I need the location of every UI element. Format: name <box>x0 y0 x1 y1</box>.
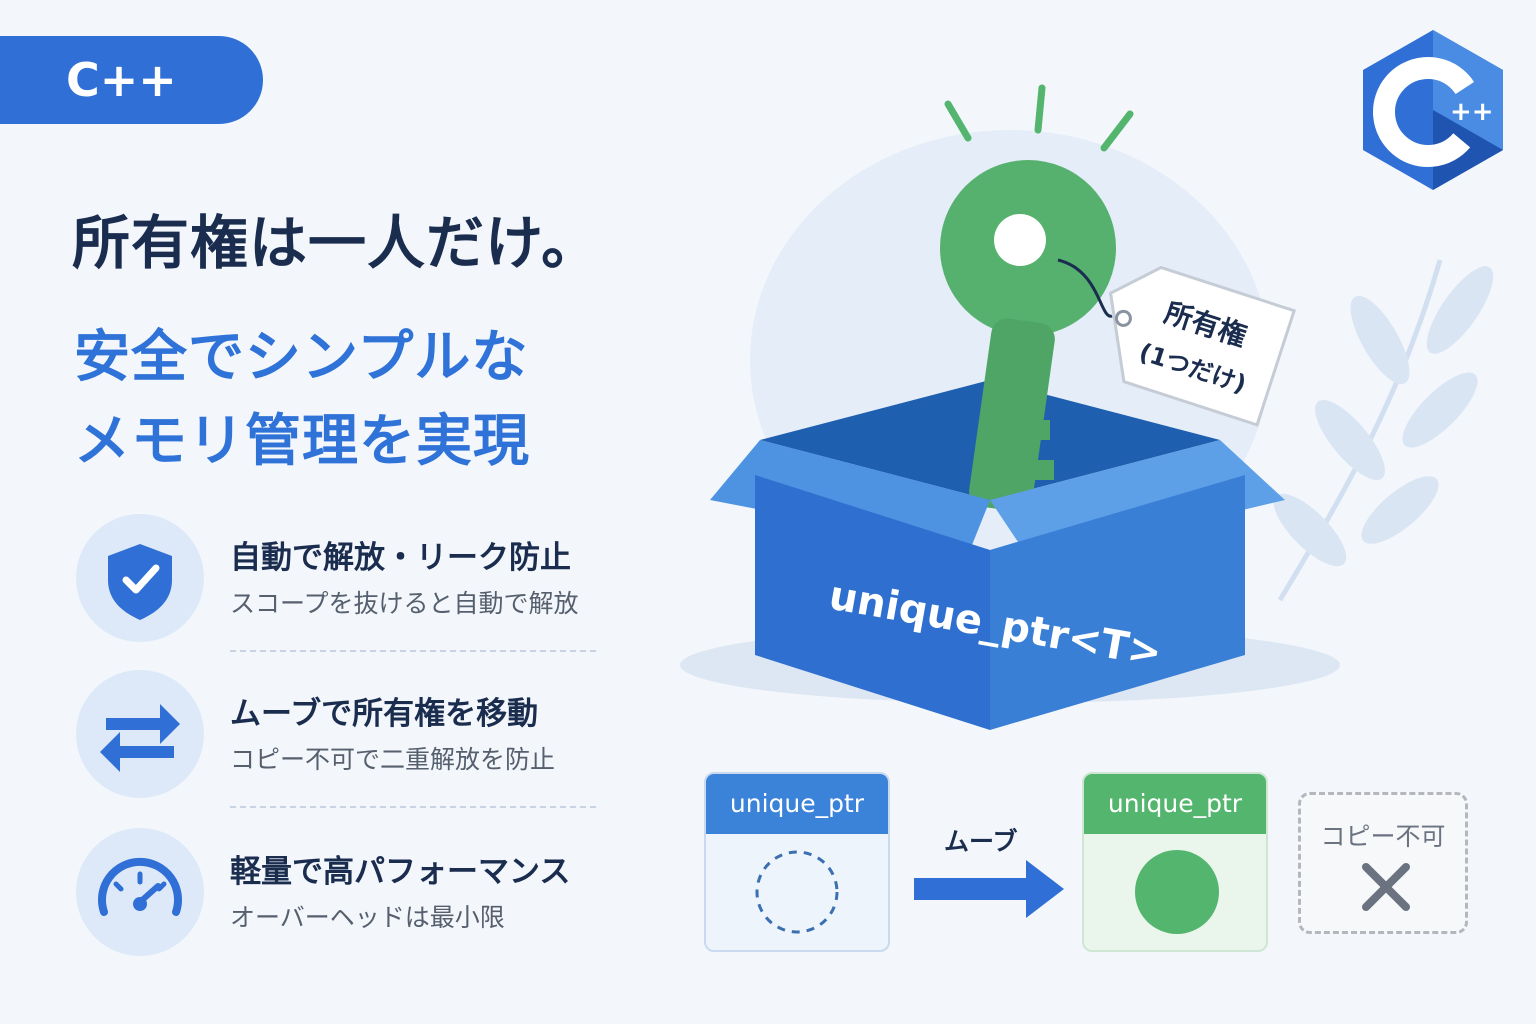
leaf-decoration-icon <box>1273 259 1494 602</box>
feature-icon-circle <box>76 828 204 956</box>
cpp-logo-icon: ++ <box>1363 30 1503 190</box>
source-pointer-label: unique_ptr <box>706 774 888 834</box>
subtitle-line-2: メモリ管理を実現 <box>74 409 530 474</box>
filled-circle-icon <box>1135 850 1219 934</box>
feature-desc-auto-release: スコープを抜けると自動で解放 <box>230 589 579 618</box>
speedometer-icon <box>98 857 182 916</box>
right-arrow-icon <box>914 860 1064 918</box>
subtitle-line-1: 安全でシンプルな <box>74 325 529 390</box>
no-copy-box: コピー不可 <box>1298 792 1468 934</box>
move-label: ムーブ <box>944 827 1018 856</box>
feature-title-performance: 軽量で高パフォーマンス <box>230 854 571 890</box>
feature-desc-performance: オーバーヘッドは最小限 <box>230 903 505 932</box>
no-copy-label: コピー不可 <box>1320 822 1446 851</box>
swap-arrows-icon <box>100 704 180 772</box>
sparkle-icon <box>944 84 1134 152</box>
logo-suffix: ++ <box>1450 97 1494 127</box>
page-title: 所有権は一人だけ。 <box>72 209 601 277</box>
cpp-badge: C++ <box>0 36 263 124</box>
ownership-tag: 所有権 (1つだけ) <box>1108 265 1297 427</box>
target-pointer-label: unique_ptr <box>1084 774 1266 834</box>
feature-title-auto-release: 自動で解放・リーク防止 <box>230 540 571 576</box>
target-pointer-card: unique_ptr <box>1082 772 1268 952</box>
divider <box>230 806 596 808</box>
empty-circle-icon <box>755 850 839 934</box>
feature-icon-circle <box>76 670 204 798</box>
feature-icon-circle <box>76 514 204 642</box>
source-pointer-card: unique_ptr <box>704 772 890 952</box>
feature-title-move: ムーブで所有権を移動 <box>230 696 539 732</box>
shield-check-icon <box>108 544 172 620</box>
cross-icon <box>1362 863 1410 911</box>
key-box-illustration: unique_ptr<T> 所有権 (1つだけ) <box>680 84 1494 730</box>
feature-desc-move: コピー不可で二重解放を防止 <box>230 745 556 774</box>
divider <box>230 650 596 652</box>
key-icon <box>940 160 1116 512</box>
